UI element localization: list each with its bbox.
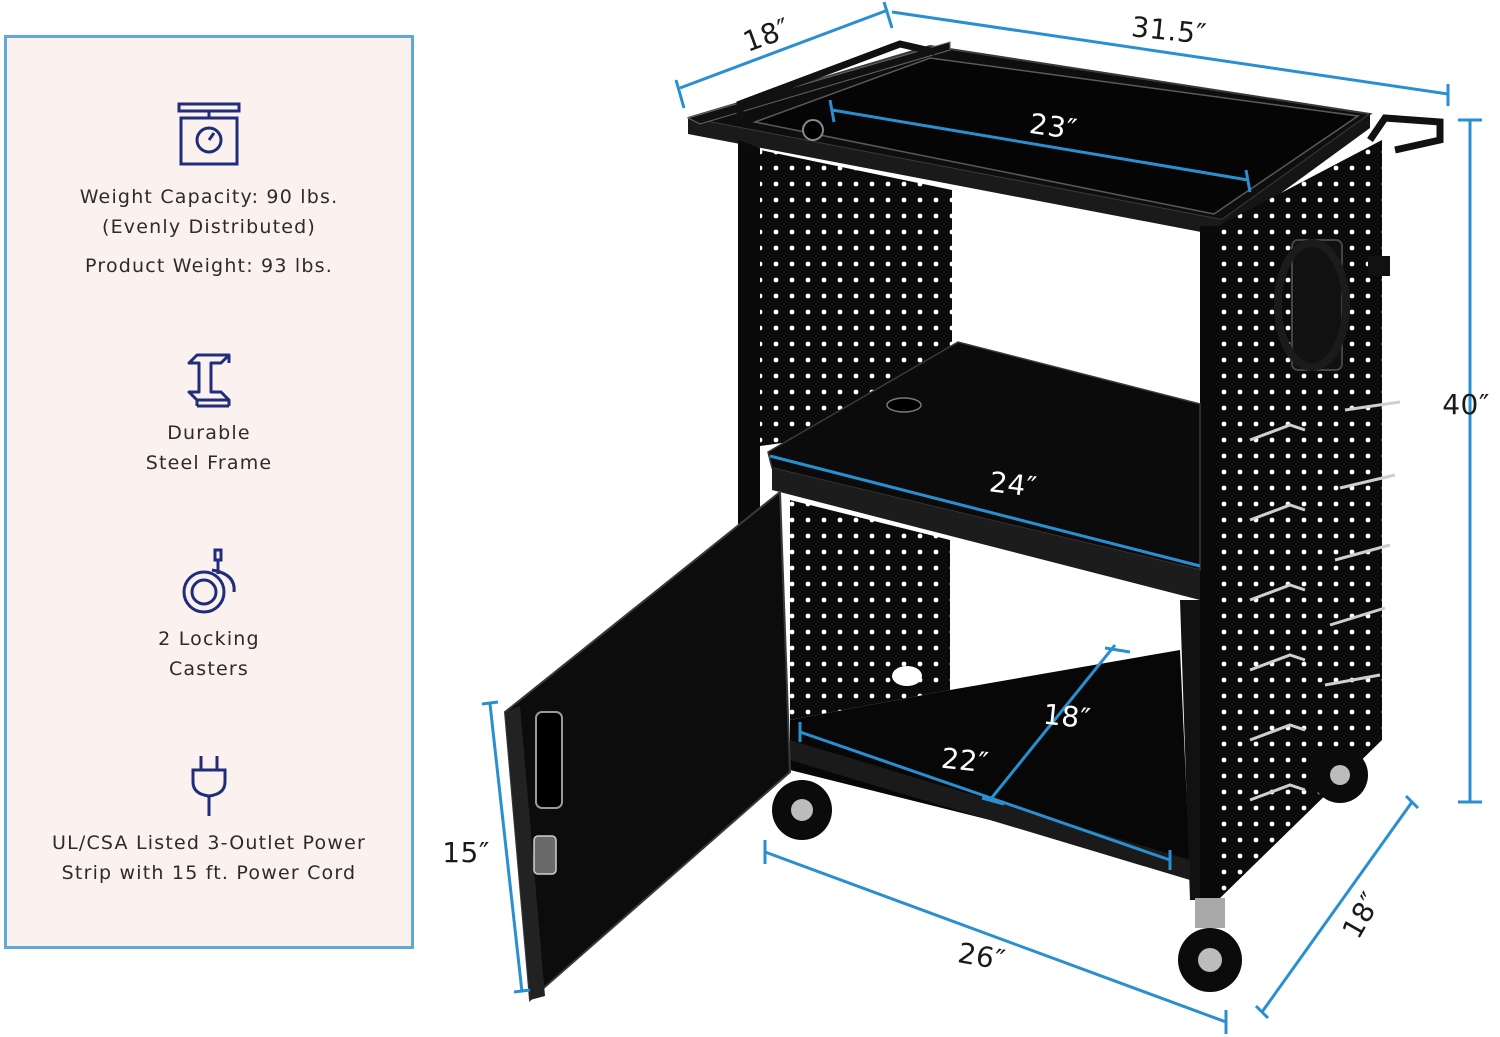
top-shelf <box>686 41 1373 236</box>
feature-line: 2 Locking <box>158 628 260 650</box>
cart-illustration: 18″ 31.5″ 23″ 24″ 40″ 18″ 22″ 15″ 26″ 18… <box>442 1 1490 1034</box>
dim-overall-width: 31.5″ <box>1130 10 1208 51</box>
feature-panel: Weight Capacity: 90 lbs. (Evenly Distrib… <box>4 35 414 949</box>
dim-cabinet-width: 22″ <box>940 742 991 780</box>
middle-shelf <box>767 341 1201 600</box>
feature-steel-frame: Durable Steel Frame <box>7 352 411 478</box>
peg-hooks <box>1249 400 1401 802</box>
power-strip <box>1274 239 1390 371</box>
steel-beam-icon <box>187 353 231 408</box>
scale-icon <box>177 102 241 166</box>
feature-line: UL/CSA Listed 3-Outlet Power <box>51 832 367 854</box>
dim-top-shelf-width: 23″ <box>1027 107 1079 146</box>
feature-weight-capacity: Weight Capacity: 90 lbs. (Evenly Distrib… <box>7 102 411 281</box>
feature-power-strip: UL/CSA Listed 3-Outlet Power Strip with … <box>7 754 411 888</box>
feature-line: Casters <box>168 658 250 680</box>
feature-line: (Evenly Distributed) <box>101 216 317 238</box>
dim-base-width: 26″ <box>955 936 1008 977</box>
casters <box>772 747 1368 992</box>
dim-base-depth: 18″ <box>1336 886 1388 944</box>
caster-icon <box>182 548 236 614</box>
feature-line: Product Weight: 93 lbs. <box>85 255 333 277</box>
dim-cabinet-depth: 18″ <box>1042 698 1093 736</box>
cart-handle <box>736 40 1444 154</box>
feature-line: Durable <box>167 422 251 444</box>
cabinet-door <box>503 489 792 1003</box>
cabinet <box>790 600 1200 900</box>
power-plug-icon <box>191 756 227 816</box>
dim-door-height: 15″ <box>442 836 490 869</box>
feature-line: Strip with 15 ft. Power Cord <box>61 862 357 884</box>
feature-line: Steel Frame <box>145 452 273 474</box>
feature-locking-casters: 2 Locking Casters <box>7 548 411 684</box>
dim-middle-shelf-width: 24″ <box>988 465 1039 504</box>
left-pegboard <box>760 150 952 446</box>
dim-overall-height: 40″ <box>1442 388 1490 421</box>
dim-top-depth: 18″ <box>739 11 795 58</box>
feature-line: Weight Capacity: 90 lbs. <box>79 186 339 208</box>
dimension-lines <box>481 1 1482 1034</box>
